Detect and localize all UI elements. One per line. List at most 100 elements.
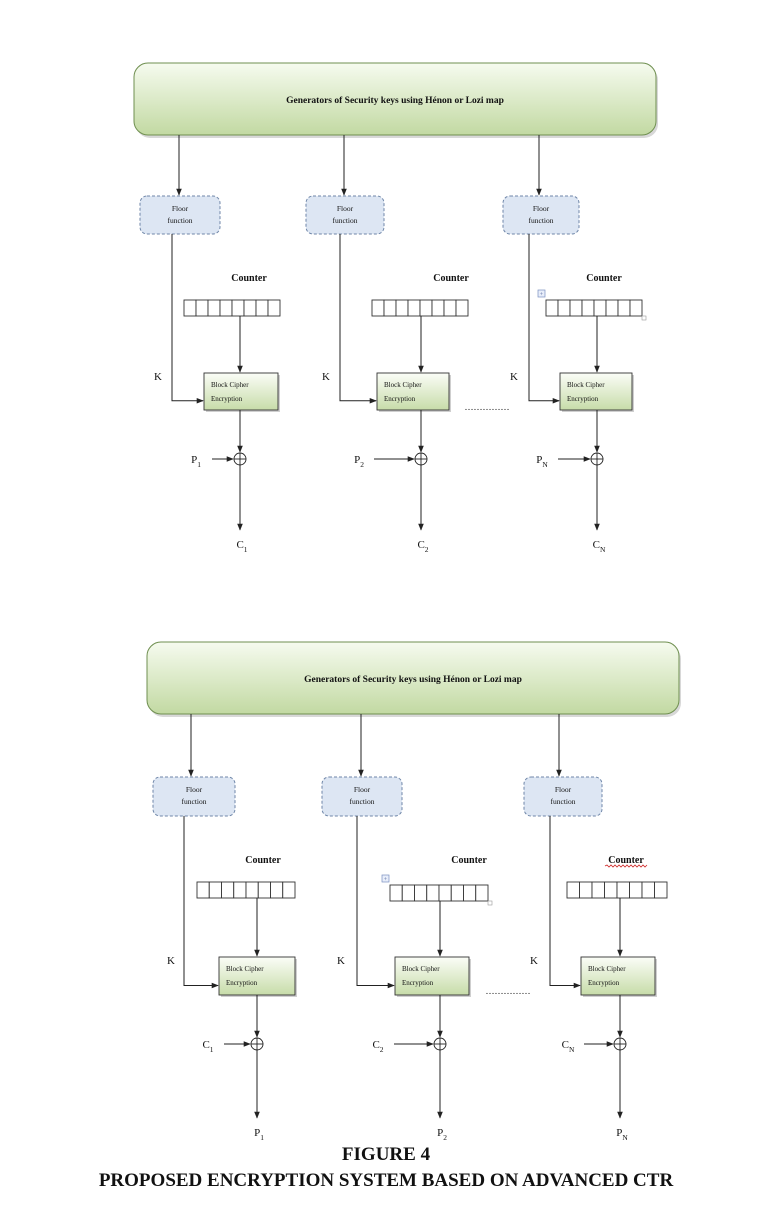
generator-rect xyxy=(133,62,657,136)
floor-label-line2: function xyxy=(182,797,207,806)
floor-function-box xyxy=(305,195,385,235)
counter-label: Counter xyxy=(451,855,487,866)
counter-cell xyxy=(604,881,618,899)
counter-cell xyxy=(407,299,421,317)
output-label: C1 xyxy=(236,539,247,554)
counter-register xyxy=(196,881,296,899)
cipher-label-line2: Encryption xyxy=(402,979,434,987)
block-cipher-box xyxy=(376,372,450,411)
xor-icon xyxy=(590,452,604,466)
xor-icon xyxy=(433,1037,447,1051)
counter-register xyxy=(389,884,489,902)
move-handle-glyph: + xyxy=(540,292,544,298)
cipher-label-line1: Block Cipher xyxy=(402,965,440,973)
counter-cell xyxy=(566,881,580,899)
counter-cell xyxy=(438,884,452,902)
counter-register xyxy=(566,881,668,899)
key-path-arrow xyxy=(356,816,395,989)
counter-cell xyxy=(183,299,197,317)
counter-cell xyxy=(419,299,433,317)
cipher-label-line1: Block Cipher xyxy=(567,381,605,389)
cipher-label-line1: Block Cipher xyxy=(384,381,422,389)
cipher-label-line1: Block Cipher xyxy=(226,965,264,973)
key-label: K xyxy=(337,955,345,967)
output-label: C2 xyxy=(417,539,428,554)
counter-cell xyxy=(245,881,259,899)
key-path-arrow xyxy=(339,234,377,404)
generator-box: Generators of Security keys using Hénon … xyxy=(146,641,681,717)
floor-label-line1: Floor xyxy=(186,785,203,794)
counter-cell xyxy=(401,884,415,902)
counter-cell xyxy=(431,299,445,317)
counter-cell xyxy=(654,881,668,899)
counter-cell xyxy=(231,299,245,317)
cipher-label-line1: Block Cipher xyxy=(588,965,626,973)
generator-rect xyxy=(146,641,680,715)
xor-input-label: C2 xyxy=(372,1039,383,1054)
floor-label-line2: function xyxy=(168,216,193,225)
output-label: P2 xyxy=(437,1127,447,1142)
counter-cell xyxy=(545,299,559,317)
counter-cell xyxy=(455,299,469,317)
counter-cell xyxy=(579,881,593,899)
counter-cell xyxy=(257,881,271,899)
generator-box: Generators of Security keys using Hénon … xyxy=(133,62,658,138)
key-label: K xyxy=(322,371,330,383)
counter-cell xyxy=(629,299,643,317)
key-path-arrow xyxy=(183,816,219,989)
xor-input-label: C1 xyxy=(202,1039,213,1054)
counter-register xyxy=(545,299,643,317)
counter-cell xyxy=(243,299,257,317)
counter-cell xyxy=(389,884,403,902)
counter-cell xyxy=(383,299,397,317)
counter-cell xyxy=(371,299,385,317)
xor-input-label: P1 xyxy=(191,454,201,469)
key-path-arrow xyxy=(549,816,581,989)
generator-label: Generators of Security keys using Hénon … xyxy=(286,96,504,106)
counter-label: Counter xyxy=(245,855,281,866)
counter-cell xyxy=(195,299,209,317)
counter-cell xyxy=(629,881,643,899)
counter-cell xyxy=(450,884,464,902)
floor-function-box xyxy=(502,195,580,235)
move-handle-glyph: + xyxy=(384,877,388,883)
floor-label-line1: Floor xyxy=(555,785,572,794)
counter-label: Counter xyxy=(586,273,622,284)
floor-label-line1: Floor xyxy=(172,204,189,213)
counter-cell xyxy=(617,299,631,317)
move-handle-icon xyxy=(381,874,390,883)
counter-cell xyxy=(605,299,619,317)
counter-cell xyxy=(593,299,607,317)
panel-encryption: Generators of Security keys using Hénon … xyxy=(133,62,658,554)
key-label: K xyxy=(154,371,162,383)
counter-cell xyxy=(267,299,281,317)
counter-cell xyxy=(270,881,284,899)
counter-cell xyxy=(207,299,221,317)
counter-cell xyxy=(569,299,583,317)
counter-cell xyxy=(475,884,489,902)
output-label: CN xyxy=(593,539,606,554)
counter-cell xyxy=(208,881,222,899)
counter-cell xyxy=(443,299,457,317)
floor-label-line2: function xyxy=(551,797,576,806)
panel-decryption: Generators of Security keys using Hénon … xyxy=(146,641,681,1142)
counter-cell xyxy=(395,299,409,317)
counter-cell xyxy=(581,299,595,317)
counter-cell xyxy=(221,881,235,899)
cipher-label-line2: Encryption xyxy=(567,395,599,403)
cipher-label-line2: Encryption xyxy=(384,395,416,403)
floor-label-line1: Floor xyxy=(337,204,354,213)
output-label: P1 xyxy=(254,1127,264,1142)
xor-input-label: P2 xyxy=(354,454,364,469)
spellcheck-underline xyxy=(604,864,648,868)
xor-icon xyxy=(233,452,247,466)
xor-input-label: CN xyxy=(562,1039,575,1054)
floor-label-line1: Floor xyxy=(533,204,550,213)
counter-label: Counter xyxy=(433,273,469,284)
move-handle-icon xyxy=(537,289,546,298)
